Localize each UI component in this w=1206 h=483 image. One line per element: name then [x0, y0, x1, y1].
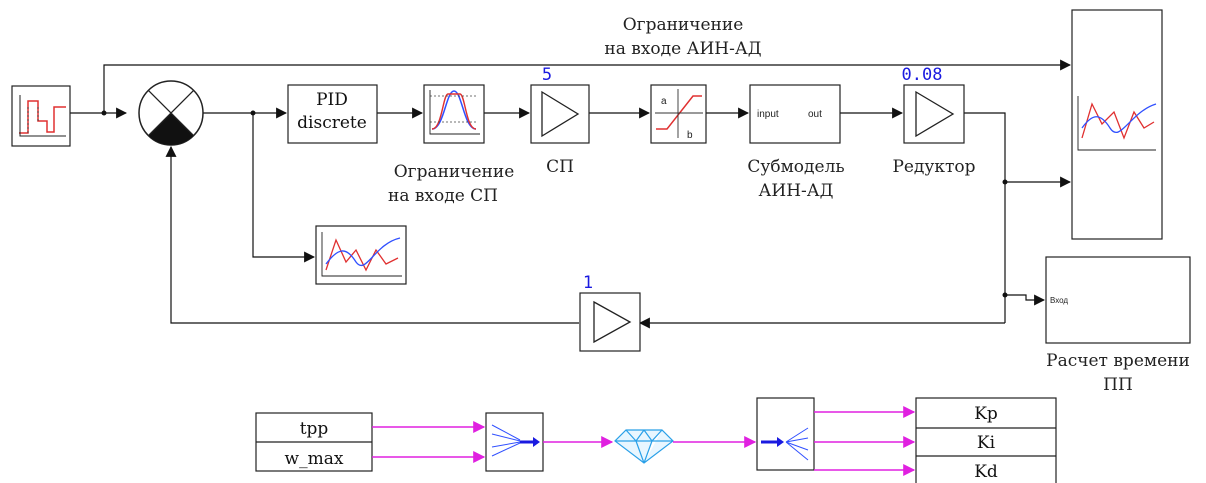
feedback-gain-block[interactable] — [579, 292, 641, 352]
ain-input-limit-label-line2: на входе АИН-АД — [604, 39, 761, 59]
pid-label-line2: discrete — [297, 113, 367, 133]
step-source-block[interactable] — [11, 85, 71, 147]
reducer-gain-value: 0.08 — [902, 65, 943, 85]
sp-label: СП — [546, 157, 574, 177]
signal-wires — [70, 59, 1072, 329]
scope-icon — [1081, 102, 1155, 140]
wire-reference-to-scope — [103, 59, 1072, 113]
transient-input-port: Вход — [1050, 296, 1068, 305]
scope-icon — [325, 238, 399, 272]
sum-junction[interactable] — [138, 80, 204, 146]
wire-feedback-to-sum — [165, 145, 579, 324]
optimizer-block[interactable] — [614, 429, 674, 464]
error-scope-block[interactable] — [315, 225, 407, 285]
submodel-input-port: input — [757, 109, 779, 120]
submodel-block[interactable]: input out — [749, 84, 841, 144]
triangle-gain-icon — [593, 300, 632, 344]
wire-reducer-output — [964, 112, 1006, 323]
diamond-icon — [614, 429, 674, 464]
saturation-icon — [656, 95, 702, 130]
saturation-b-label: b — [687, 130, 693, 141]
mux-block[interactable] — [485, 412, 544, 472]
param-outputs-table[interactable]: Kp Ki Kd — [915, 397, 1057, 483]
param-output-kp: Kp — [974, 404, 998, 424]
ain-input-limit-label-line1: Ограничение — [623, 15, 744, 35]
param-inputs-table[interactable]: tpp w_max — [255, 412, 373, 472]
sp-input-limit-label-line2: на входе СП — [388, 186, 498, 206]
main-scope-block[interactable] — [1071, 9, 1163, 240]
sp-input-limit-label-line1: Ограничение — [394, 162, 515, 182]
reducer-gain-block[interactable] — [903, 84, 965, 144]
sp-gain-block[interactable] — [530, 84, 590, 144]
reducer-label: Редуктор — [892, 157, 975, 177]
demux-arrows-icon — [785, 427, 809, 461]
transient-label-line1: Расчет времени — [1046, 351, 1190, 371]
bell-curve-icon — [431, 90, 477, 130]
feedback-gain-value: 1 — [583, 273, 593, 293]
param-output-kd: Kd — [974, 462, 998, 482]
transient-label-line2: ПП — [1103, 375, 1133, 395]
triangle-gain-icon — [915, 90, 955, 138]
submodel-output-port: out — [808, 109, 822, 120]
mux-arrows-icon — [491, 424, 521, 457]
pid-block[interactable]: PID discrete — [287, 84, 378, 144]
sp-input-limit-block[interactable] — [423, 84, 485, 144]
saturation-block[interactable]: a b — [650, 84, 707, 144]
transient-time-block[interactable]: Вход — [1045, 256, 1191, 344]
saturation-a-label: a — [661, 96, 667, 107]
submodel-label-line1: Субмодель — [747, 157, 844, 177]
pid-label-line1: PID — [316, 90, 348, 110]
wire-speed-to-pp — [1005, 294, 1046, 306]
demux-block[interactable] — [756, 397, 815, 471]
triangle-gain-icon — [541, 90, 580, 138]
param-output-ki: Ki — [977, 433, 996, 453]
submodel-label-line2: АИН-АД — [759, 181, 834, 201]
wire-error-to-scope — [252, 113, 316, 263]
param-input-wmax: w_max — [285, 449, 344, 469]
param-input-tpp: tpp — [300, 419, 329, 439]
sum-icon — [148, 113, 194, 145]
sp-gain-value: 5 — [542, 65, 552, 85]
